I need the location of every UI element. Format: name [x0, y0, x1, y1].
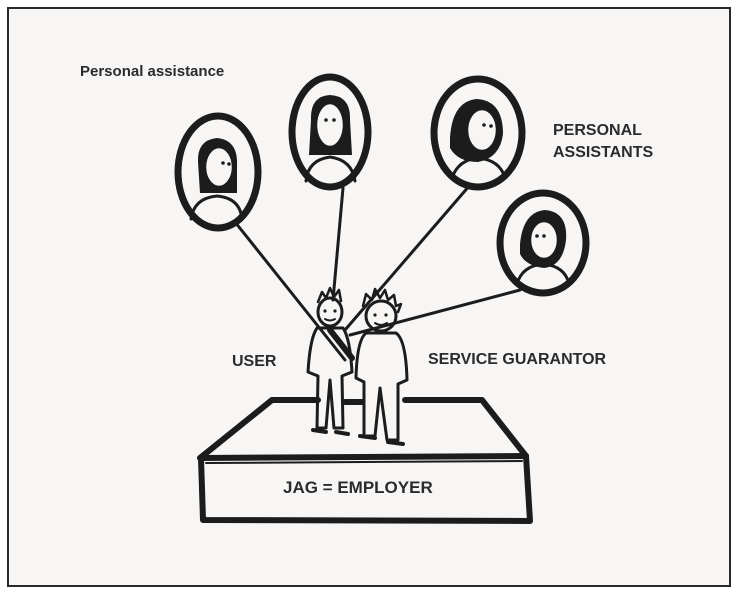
- connection-lines: [233, 183, 522, 362]
- personal-assistants-label-line1: PERSONAL: [553, 122, 642, 139]
- assistant-portrait-3: [430, 75, 526, 191]
- base-label: JAG = EMPLOYER: [283, 478, 433, 497]
- personal-assistance-label: Personal assistance: [80, 63, 225, 80]
- personal-assistants-label-line2: ASSISTANTS: [553, 144, 654, 161]
- user-label: USER: [232, 353, 277, 370]
- assistant-portrait-4: [496, 189, 590, 297]
- assistant-portrait-2: [288, 73, 372, 191]
- service-guarantor-figure: [354, 287, 409, 446]
- line-to-assistant-2: [331, 186, 345, 302]
- personal-assistants-label: PERSONAL ASSISTANTS: [553, 120, 653, 164]
- service-guarantor-label: SERVICE GUARANTOR: [428, 351, 607, 368]
- line-to-assistant-3: [343, 183, 472, 332]
- assistant-portrait-1: [174, 112, 262, 232]
- user-figure: [306, 286, 355, 436]
- line-to-assistant-1: [233, 220, 347, 362]
- employer-base-platform: [197, 397, 533, 524]
- line-to-assistant-4: [348, 288, 522, 337]
